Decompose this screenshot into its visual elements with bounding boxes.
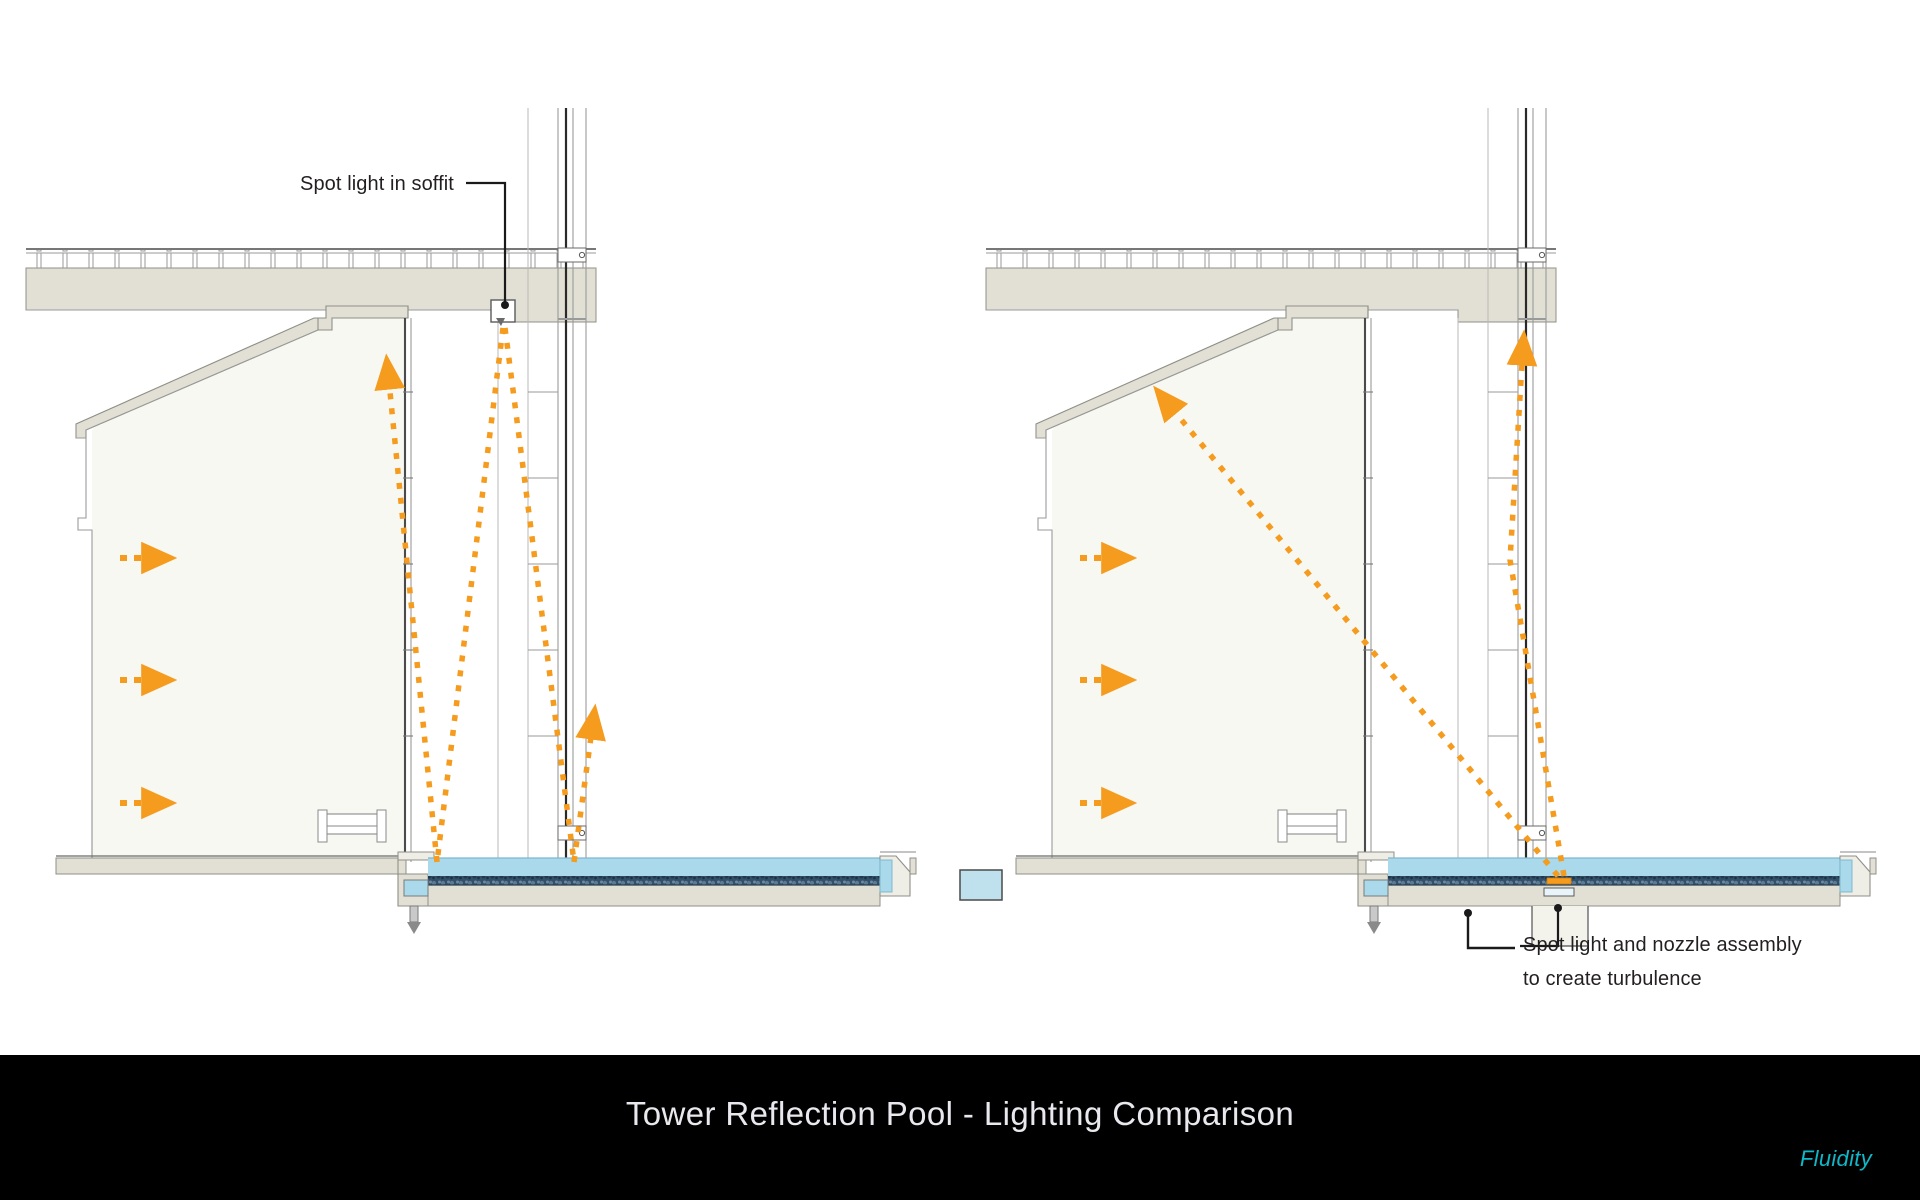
left-wall-outline (75, 424, 93, 858)
left-wall-arrows (120, 541, 178, 820)
annotation-nozzle-line2: to create turbulence (1523, 968, 1702, 990)
brand-logo-fluidity: Fluidity (1799, 1146, 1872, 1171)
left-panel (25, 108, 917, 934)
left-floor-slab (55, 855, 407, 875)
ray-down-left (434, 327, 506, 863)
left-ceiling-assembly (25, 248, 597, 323)
ray-down-right (502, 327, 577, 863)
right-curtain-wall-inner (1363, 318, 1373, 862)
left-light-rays (374, 327, 606, 863)
right-sloped-roof (1035, 305, 1369, 439)
left-sloped-roof (75, 305, 409, 439)
drawing-canvas: Spot light in soffit Spot light and nozz… (25, 108, 1877, 990)
right-wall-outline (1035, 424, 1053, 858)
right-panel (959, 108, 1877, 948)
right-ceiling-assembly (985, 248, 1557, 323)
left-leader-line (466, 181, 509, 309)
left-bench (317, 809, 387, 843)
right-wall-arrows (1080, 541, 1138, 820)
right-light-rays (1153, 329, 1567, 878)
right-curtain-wall-outer (1457, 108, 1547, 862)
right-pool-nozzle-assembly (959, 869, 1589, 947)
title-band (0, 1055, 1920, 1200)
ray-up-vertical (1506, 329, 1567, 877)
section-drawing (25, 108, 1877, 950)
annotation-spot-light-in-soffit: Spot light in soffit (300, 173, 454, 195)
ray-up-short (571, 703, 606, 863)
right-interior-volume (1052, 308, 1365, 858)
ray-up-interior (374, 353, 440, 863)
annotation-nozzle-line1: Spot light and nozzle assembly (1523, 934, 1802, 956)
ray-up-diagonal (1153, 385, 1561, 878)
right-leader-tail (1464, 909, 1515, 950)
left-interior-volume (92, 308, 405, 858)
left-pool-assembly (397, 851, 917, 934)
right-bench (1277, 809, 1347, 843)
left-soffit-spotlight-fixture (490, 299, 516, 326)
right-floor-slab (1015, 855, 1367, 875)
page-title: Tower Reflection Pool - Lighting Compari… (625, 1095, 1295, 1132)
right-pool-assembly (1357, 851, 1877, 934)
right-leader-line (1520, 904, 1562, 948)
left-curtain-wall-outer (497, 108, 587, 862)
